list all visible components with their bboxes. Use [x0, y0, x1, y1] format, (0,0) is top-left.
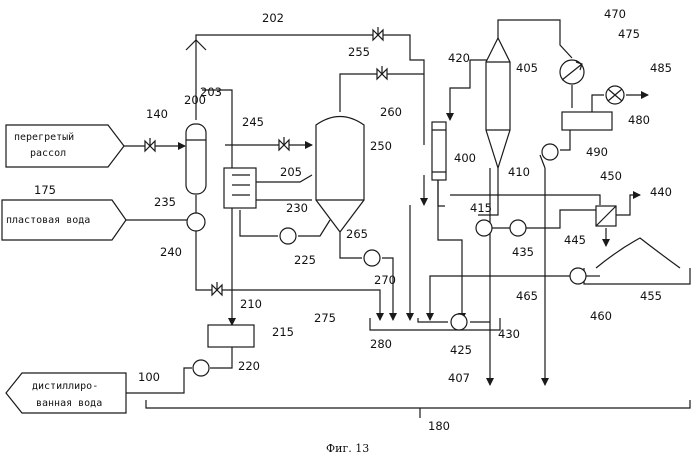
ref-275: 275 [314, 311, 336, 325]
condenser-475 [560, 60, 584, 84]
ref-460: 460 [590, 309, 612, 323]
ref-400: 400 [454, 151, 476, 165]
vessel-200 [186, 124, 206, 194]
ref-420: 420 [448, 51, 470, 65]
ref-445: 445 [564, 233, 586, 247]
ref-455: 455 [640, 289, 662, 303]
superheated-brine-label-1: перегретый [14, 131, 74, 143]
ref-100: 100 [138, 370, 160, 384]
formation-water-inlet: пластовая вода [2, 200, 126, 240]
ref-407: 407 [448, 371, 470, 385]
ref-485: 485 [650, 61, 672, 75]
ref-255: 255 [348, 45, 370, 59]
superheated-brine-label-2: рассол [30, 148, 66, 159]
ref-270: 270 [374, 273, 396, 287]
ref-203: 203 [200, 85, 222, 99]
ref-415: 415 [470, 201, 492, 215]
ref-250: 250 [370, 139, 392, 153]
filter-440 [596, 206, 616, 226]
ref-425: 425 [450, 343, 472, 357]
ref-405: 405 [516, 61, 538, 75]
ref-230: 230 [286, 201, 308, 215]
ref-465: 465 [516, 289, 538, 303]
figure-caption: Фиг. 13 [326, 442, 369, 455]
mixer-240 [187, 213, 205, 231]
ref-490: 490 [586, 145, 608, 159]
ref-440: 440 [650, 185, 672, 199]
ref-265: 265 [346, 227, 368, 241]
ref-475: 475 [618, 27, 640, 41]
formation-water-label: пластовая вода [6, 215, 90, 226]
distilled-water-outlet: дистиллиро- ванная вода [6, 373, 126, 413]
ref-235: 235 [154, 195, 176, 209]
ref-225: 225 [294, 253, 316, 267]
tank-480 [562, 112, 612, 130]
superheated-brine-inlet: перегретый рассол [6, 125, 124, 167]
ref-205: 205 [280, 165, 302, 179]
ref-245: 245 [242, 115, 264, 129]
ref-450: 450 [600, 169, 622, 183]
distilled-water-label-2: ванная вода [36, 398, 102, 409]
ref-175: 175 [34, 183, 56, 197]
tank-280 [370, 318, 500, 330]
column-405 [486, 38, 510, 168]
ref-215: 215 [272, 325, 294, 339]
valve-485 [606, 86, 624, 104]
salt-pile-455 [584, 238, 690, 284]
distilled-water-label-1: дистиллиро- [32, 381, 98, 392]
ref-240: 240 [160, 245, 182, 259]
ref-202: 202 [262, 11, 284, 25]
ref-260: 260 [380, 105, 402, 119]
ref-480: 480 [628, 113, 650, 127]
tank-215 [208, 325, 254, 347]
ref-210: 210 [240, 297, 262, 311]
ref-140: 140 [146, 107, 168, 121]
ref-180: 180 [428, 419, 450, 433]
condenser-400 [432, 122, 446, 180]
evaporator-250 [316, 117, 364, 233]
ref-220: 220 [238, 359, 260, 373]
ref-280: 280 [370, 337, 392, 351]
ref-430: 430 [498, 327, 520, 341]
ref-470: 470 [604, 7, 626, 21]
heat-exchanger-205 [224, 168, 256, 208]
ref-435: 435 [512, 245, 534, 259]
ref-410: 410 [508, 165, 530, 179]
